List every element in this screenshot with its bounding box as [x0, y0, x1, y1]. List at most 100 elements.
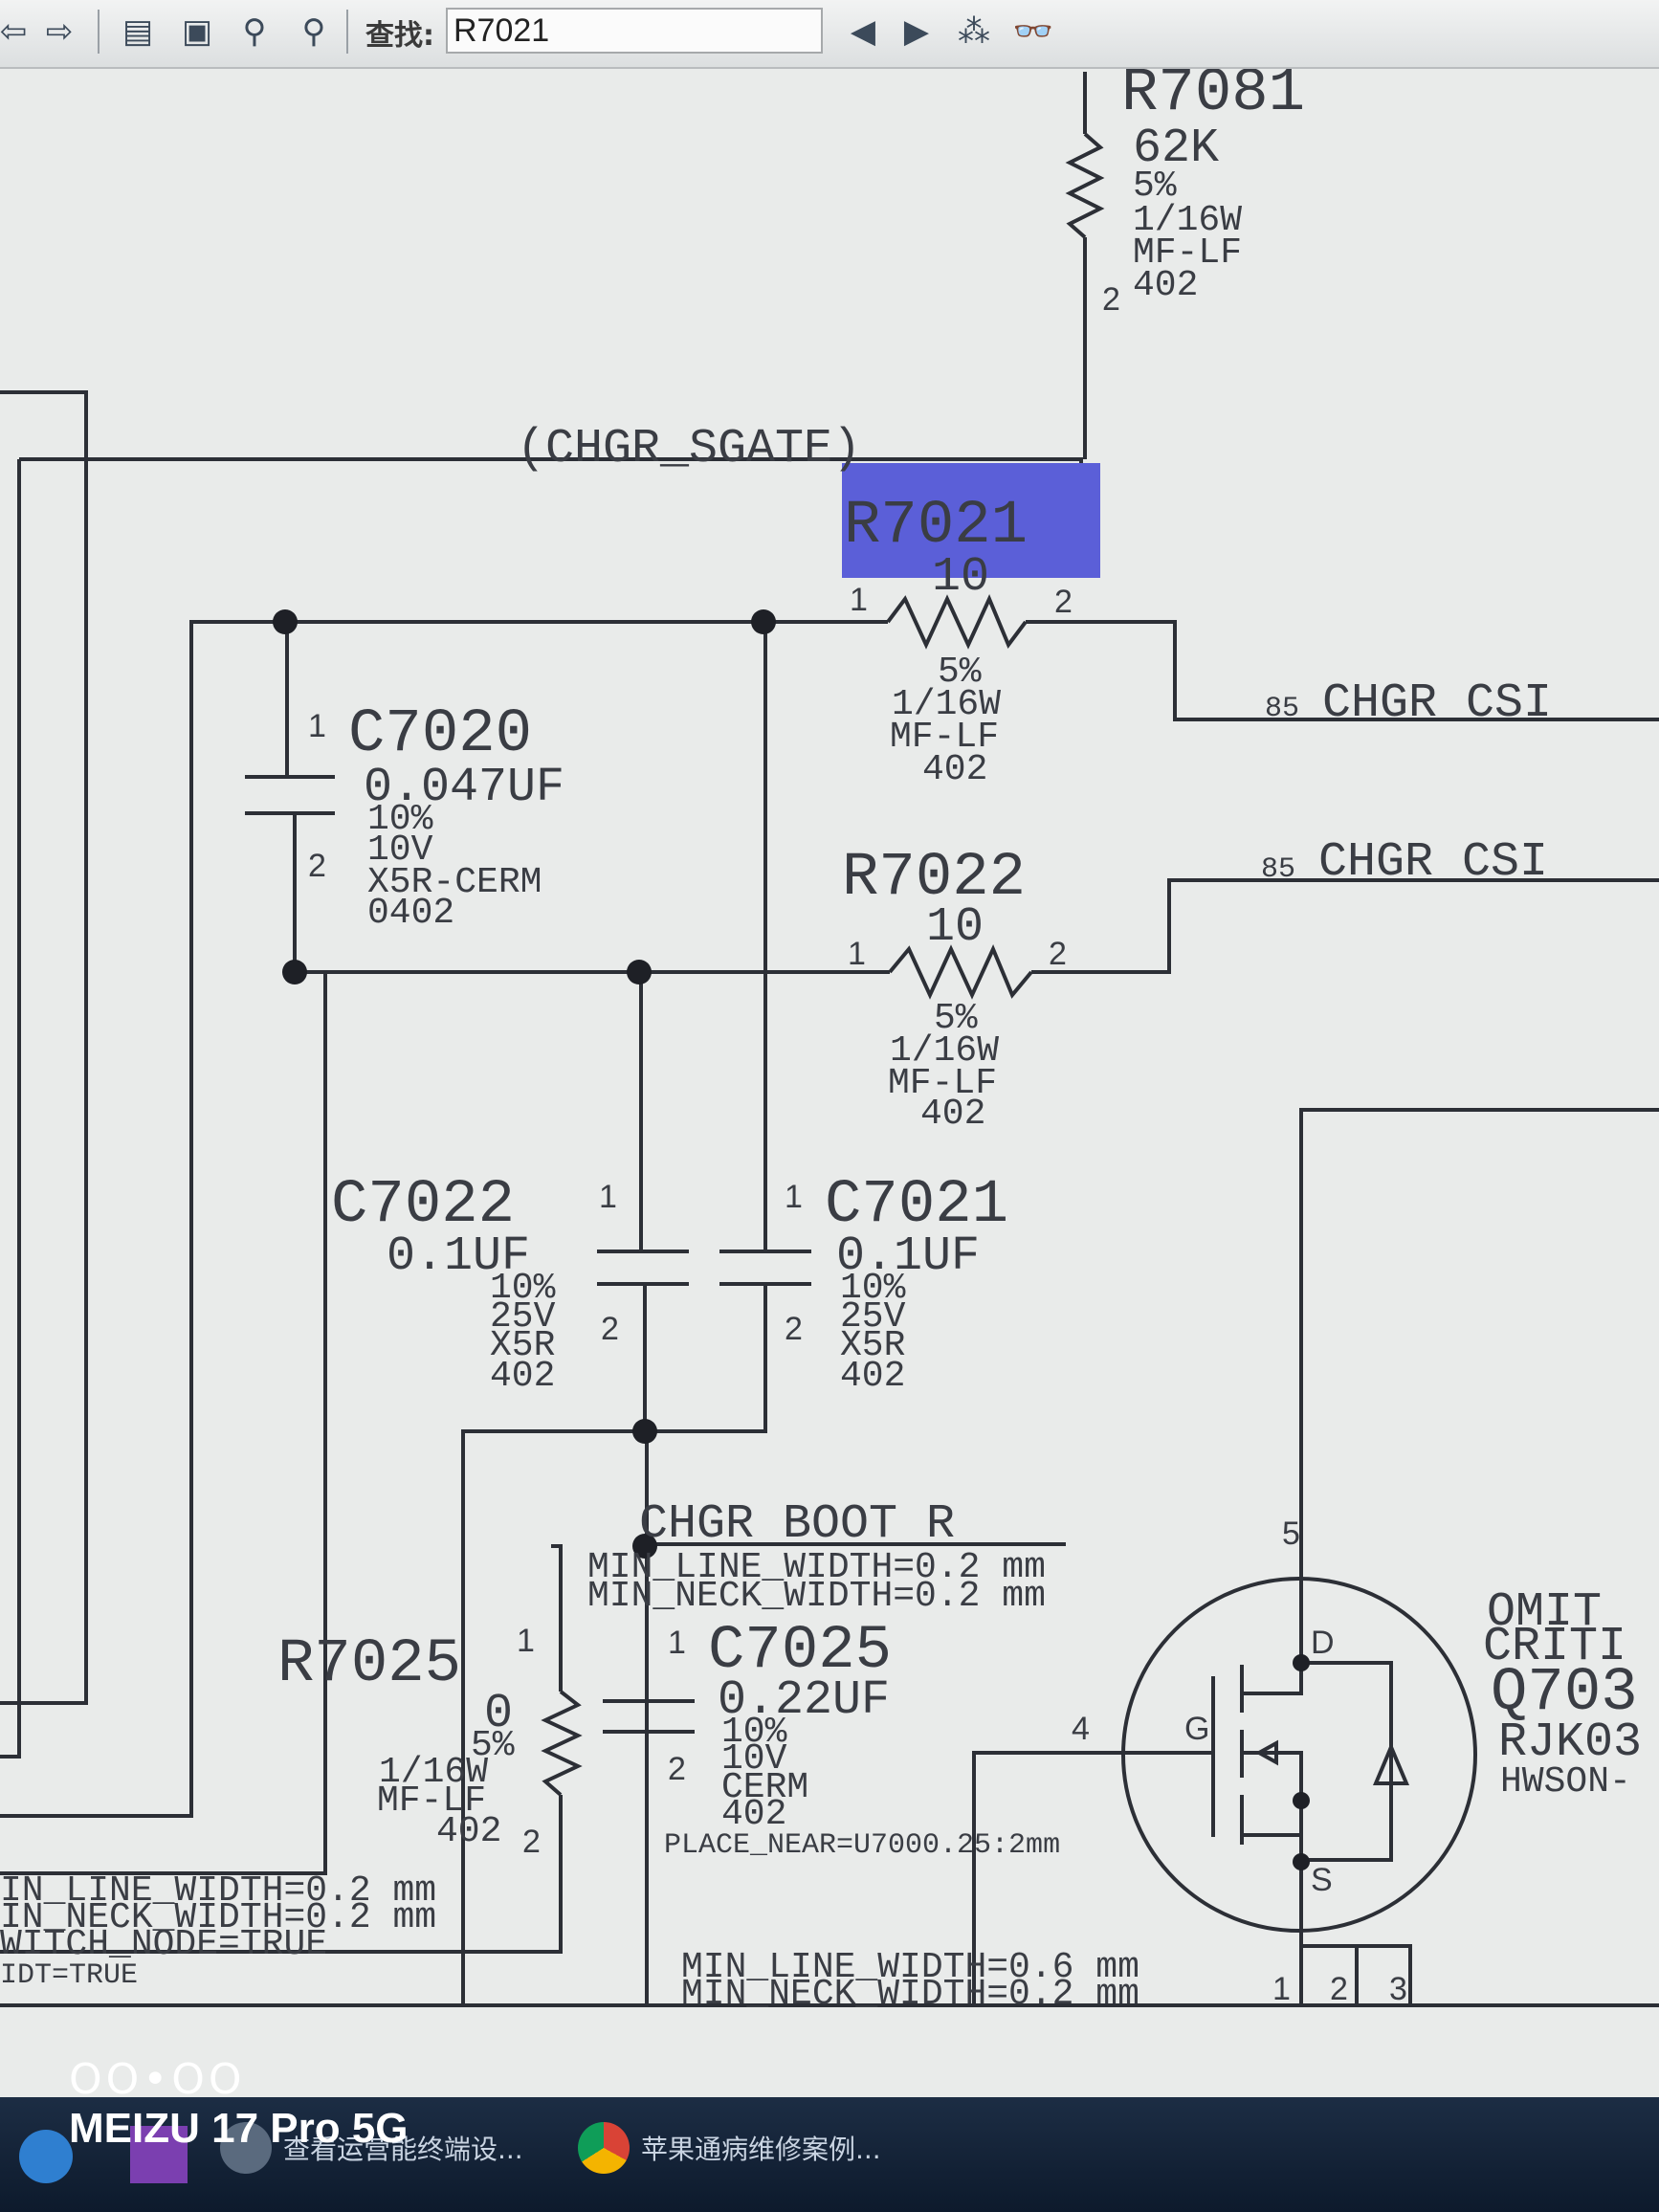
taskbar-item-1[interactable]: 查看运营能终端设... [220, 2116, 523, 2179]
find-next-icon[interactable]: ▶ [903, 12, 930, 51]
camera-watermark-model: MEIZU 17 Pro 5G [69, 2105, 409, 2152]
bottom-line-width: MIN_LINE_WIDTH=0.6 mm [681, 1947, 1139, 1988]
wire-left-box-1 [0, 390, 88, 1705]
q7030-pin-s: S [1311, 1862, 1333, 1898]
r7021-pin2: 2 [1054, 584, 1073, 620]
r7021-value: 10 [932, 550, 989, 605]
r7021-tol: 5% [938, 652, 982, 693]
r7022-tol: 5% [934, 998, 978, 1039]
zoom-out-icon[interactable]: ⚲ [301, 12, 326, 51]
r7081-power: 1/16W [1133, 200, 1242, 241]
c7020-pkg: 0402 [367, 893, 454, 934]
r7021-power: 1/16W [892, 684, 1001, 725]
r7081-resistor [1065, 132, 1105, 239]
c7022-tol: 10% [490, 1268, 556, 1309]
c7022-pkg: 402 [490, 1356, 555, 1397]
r7022-resistor [888, 944, 1033, 1000]
c7021-type: X5R [840, 1325, 905, 1366]
net-label-csi-1: CHGR CSI [1322, 676, 1552, 731]
r7081-value: 62K [1133, 122, 1219, 176]
junction-dot [273, 609, 298, 634]
junction-dot [1293, 1792, 1310, 1809]
left-switch-node: WITCH_NODE=TRUE [0, 1924, 327, 1965]
r7025-tol: 5% [471, 1725, 515, 1766]
zoom-in-icon[interactable]: ⚲ [242, 12, 267, 51]
find-input[interactable] [446, 8, 823, 54]
save-icon[interactable]: ▤ [122, 12, 154, 51]
c7025-place: PLACE_NEAR=U7000.25:2mm [664, 1829, 1060, 1862]
forward-arrow-icon[interactable]: ⇨ [45, 12, 74, 51]
c7020-volt: 10V [367, 830, 433, 871]
net-csi-2-pin: 85 [1261, 853, 1295, 886]
net-label-sgate: (CHGR_SGATE) [517, 422, 861, 476]
taskbar-item-2[interactable]: 苹果通病维修案例... [578, 2116, 881, 2179]
c7020-ref: C7020 [348, 700, 532, 769]
back-arrow-icon[interactable]: ⇦ [0, 12, 28, 51]
net-label-csi-2: CHGR CSI [1318, 835, 1548, 890]
schematic-canvas: (CHGR_SGATE) R7081 62K 5% 1/16W MF-LF 40… [0, 69, 1659, 2097]
q7030-package: HWSON- [1500, 1761, 1631, 1803]
c7021-ref: C7021 [825, 1171, 1008, 1240]
viewer-toolbar: ⇦ ⇨ ▤ ▣ ⚲ ⚲ 查找: ◀ ▶ ⁂ 👓 [0, 0, 1659, 69]
c7025-pkg: 402 [721, 1794, 786, 1835]
c7021-value: 0.1UF [836, 1229, 980, 1284]
left-line-width: IN_LINE_WIDTH=0.2 mm [0, 1870, 436, 1912]
r7022-type: MF-LF [888, 1063, 997, 1104]
onenote-icon[interactable] [130, 2126, 188, 2183]
chrome-icon [578, 2122, 630, 2174]
c7022-plates [597, 1250, 689, 1286]
r7021-ref: R7021 [844, 492, 1028, 561]
c7021-pin2: 2 [785, 1311, 803, 1347]
wire-gate [972, 1751, 1213, 2005]
r7025-power: 1/16W [379, 1752, 488, 1793]
r7025-type: MF-LF [377, 1781, 486, 1822]
ie-icon[interactable] [19, 2130, 73, 2183]
c7021-volt: 25V [840, 1296, 906, 1338]
r7081-tol: 5% [1133, 166, 1177, 207]
q7030-pin-d: D [1311, 1625, 1335, 1661]
q7030-pin2: 2 [1330, 1971, 1348, 2007]
q7030-pin3: 3 [1389, 1971, 1407, 2007]
net-csi-1-pin: 85 [1265, 693, 1299, 725]
toolbar-divider [98, 10, 100, 54]
junction-dot [751, 609, 776, 634]
q7030-pin-g: G [1184, 1711, 1209, 1747]
q7030-pin4: 4 [1072, 1711, 1090, 1747]
q7030-ref: Q703 [1491, 1659, 1638, 1728]
r7025-pin1: 1 [517, 1623, 535, 1659]
wire-left-box-3 [0, 622, 193, 1818]
c7020-type: X5R-CERM [367, 862, 542, 903]
r7025-ref: R7025 [277, 1630, 461, 1699]
page-icon[interactable]: ▣ [181, 12, 213, 51]
c7022-value: 0.1UF [387, 1229, 530, 1284]
wire-drain [1299, 1108, 1659, 1663]
junction-dot [1293, 1654, 1310, 1671]
c7021-plates [719, 1250, 811, 1286]
c7021-pin1: 1 [785, 1179, 803, 1215]
find-previous-icon[interactable]: ◀ [850, 12, 876, 51]
r7022-pin1: 1 [848, 936, 866, 972]
r7022-ref: R7022 [842, 844, 1026, 913]
r7081-pin2: 2 [1102, 281, 1120, 318]
r7025-value: 0 [484, 1687, 513, 1741]
c7020-pin1: 1 [308, 708, 326, 744]
c7021-tol: 10% [840, 1268, 906, 1309]
c7025-tol: 10% [721, 1712, 787, 1753]
r7025-pkg: 402 [436, 1811, 501, 1852]
search-highlight [842, 463, 1100, 578]
r7021-type: MF-LF [890, 717, 999, 758]
r7025-resistor [541, 1690, 583, 1797]
text-search-icon[interactable]: ⁂ [958, 12, 990, 51]
taskbar-item-1-label: 查看运营能终端设... [283, 2134, 523, 2165]
r7022-pin2: 2 [1049, 936, 1067, 972]
c7020-value: 0.047UF [364, 761, 564, 815]
c7025-pin1: 1 [668, 1625, 686, 1661]
net-label-boot: CHGR BOOT R [639, 1497, 955, 1552]
wire-r7025-bottom [0, 1795, 563, 1954]
wire-source-pins [1301, 1944, 1412, 2005]
binoculars-icon[interactable]: 👓 [1012, 12, 1054, 51]
q7030-omit: OMIT [1487, 1585, 1602, 1640]
q7030-pin1: 1 [1272, 1971, 1291, 2007]
left-dt: IDT=TRUE [0, 1959, 138, 1992]
c7025-pin2: 2 [668, 1751, 686, 1787]
